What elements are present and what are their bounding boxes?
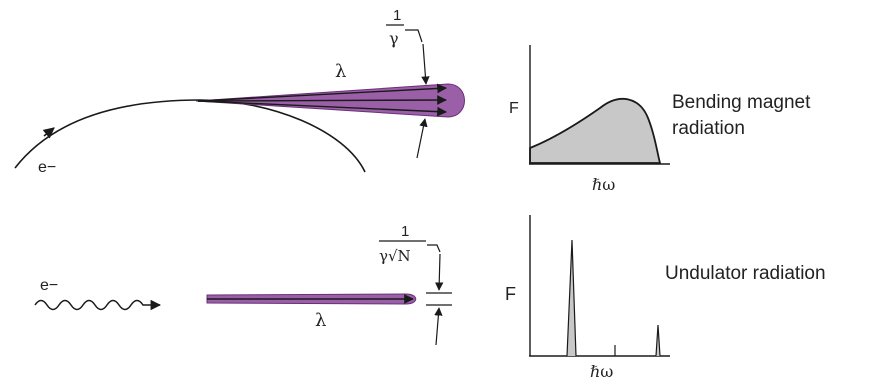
plot-ylabel: F — [509, 100, 519, 117]
divergence-numerator: 1 — [401, 223, 409, 240]
undulator-spectrum-plot: F ℏω — [505, 215, 670, 380]
spectrum-curve — [529, 98, 662, 164]
bending-magnet-section: e− λ 1 γ F ℏω Bending magnet radiation — [14, 7, 811, 194]
divergence-bracket — [427, 244, 441, 253]
electron-direction-arrow — [42, 127, 55, 139]
bending-magnet-spectrum-plot: F ℏω — [509, 45, 670, 194]
divergence-arrow-bottom — [416, 118, 428, 159]
electron-label: e− — [40, 277, 58, 294]
spectral-peak-1 — [566, 239, 577, 357]
wavelength-label: λ — [335, 61, 346, 82]
beam-ray-lower — [197, 100, 447, 117]
wavelength-label: λ — [315, 310, 326, 331]
beam-ray-upper — [197, 83, 447, 102]
beam-ray-middle — [197, 95, 447, 105]
divergence-denominator: γ — [389, 29, 399, 48]
divergence-arrow-bottom — [434, 307, 443, 346]
divergence-arrow-top — [421, 43, 430, 85]
divergence-denominator: γ√N — [379, 247, 411, 265]
divergence-bracket — [405, 29, 423, 43]
plot-xlabel: ℏω — [592, 175, 615, 194]
plot-ylabel: F — [505, 284, 516, 304]
electron-orbit-arc — [14, 99, 366, 173]
electron-label: e− — [38, 159, 56, 176]
caption-line2: radiation — [672, 118, 745, 139]
caption-line1: Bending magnet — [672, 92, 811, 113]
undulator-section: e− λ 1 γ√N F ℏω Undulator radiation — [34, 215, 826, 380]
caption: Undulator radiation — [665, 263, 826, 284]
electron-wiggle-path — [34, 299, 162, 311]
divergence-numerator: 1 — [393, 7, 401, 24]
divergence-arrow-top — [435, 253, 444, 291]
spectral-peak-3 — [655, 324, 661, 357]
plot-xlabel: ℏω — [590, 362, 613, 380]
